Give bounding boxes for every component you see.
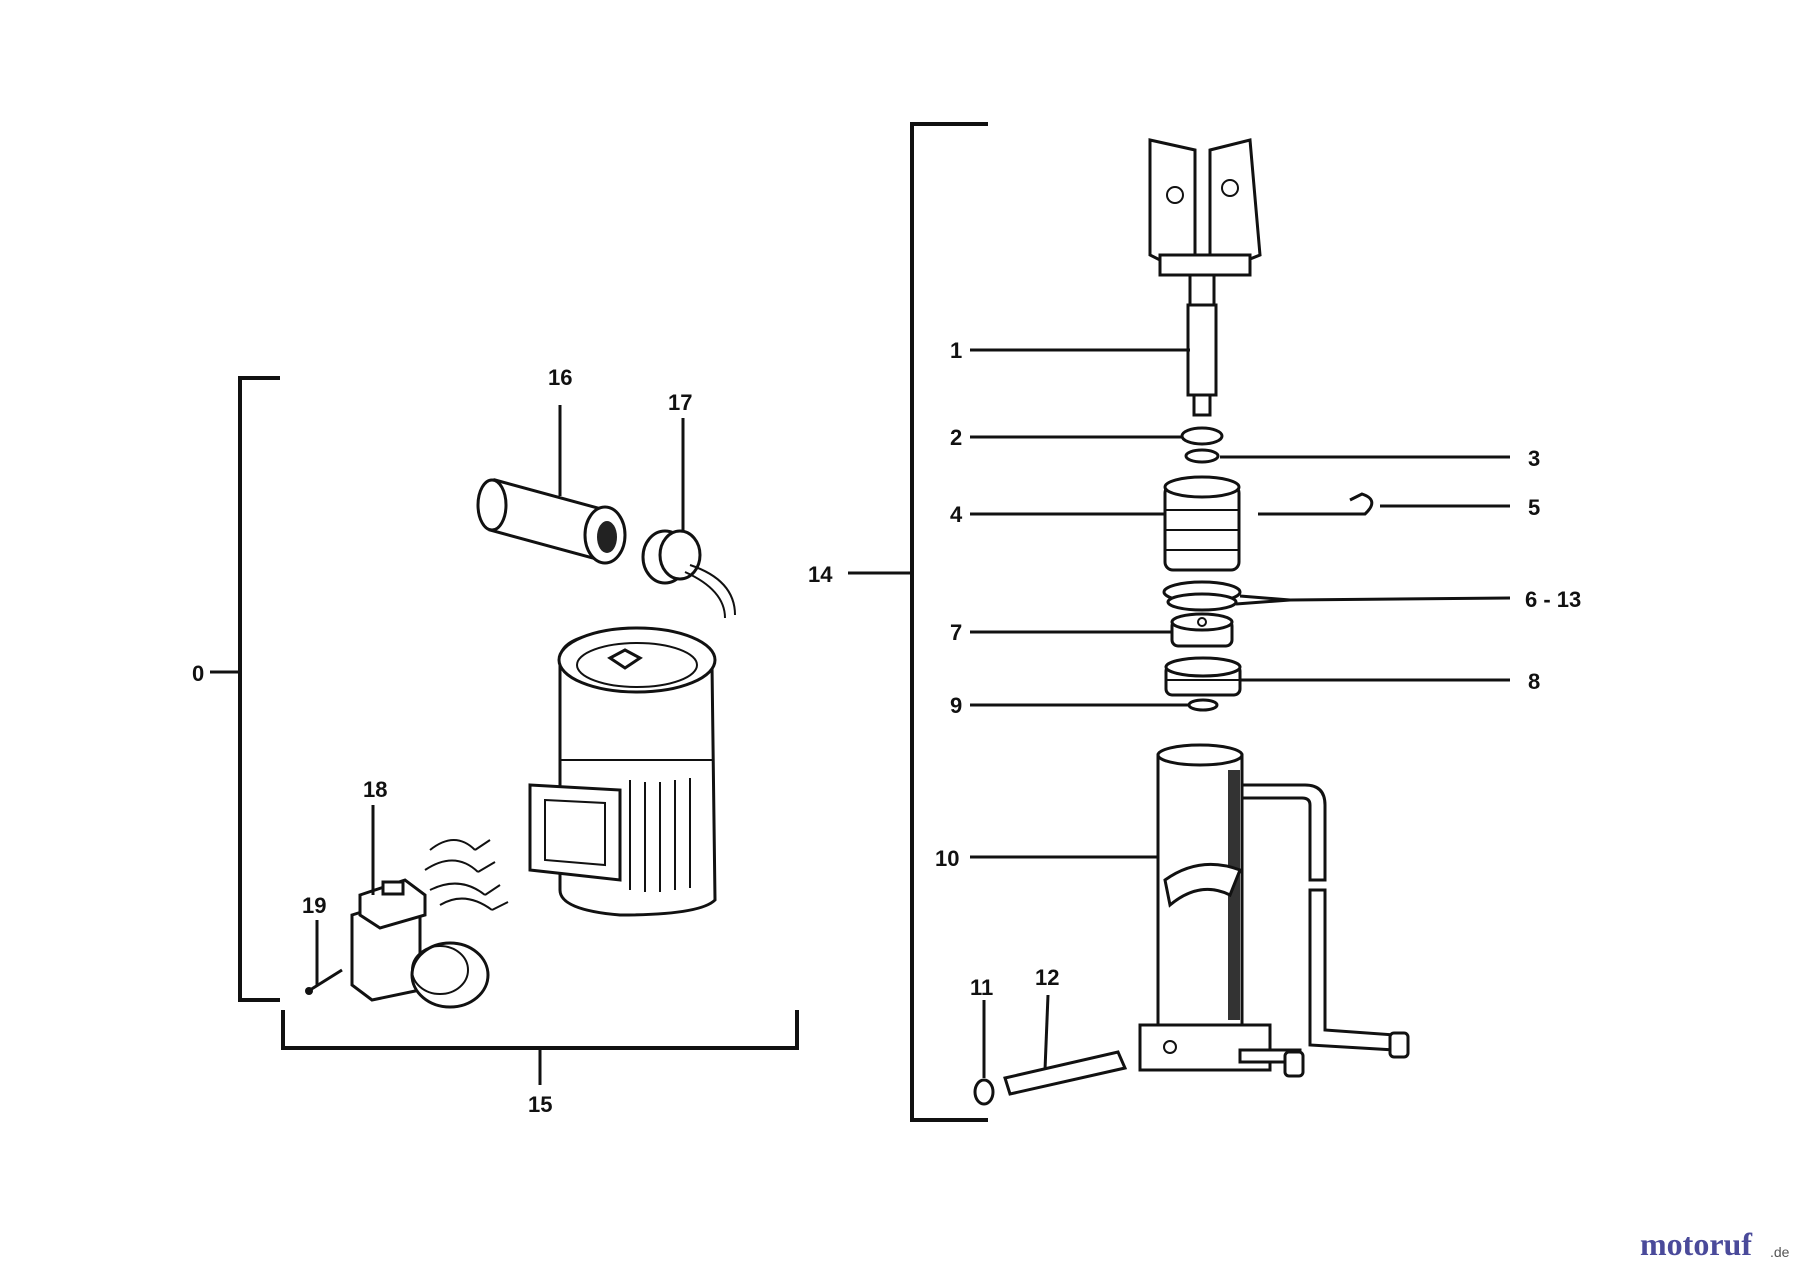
part-cylinder-body (1138, 743, 1410, 1078)
label-11: 11 (970, 975, 993, 1000)
part-pin-5 (1258, 492, 1374, 516)
label-8: 8 (1528, 669, 1540, 694)
label-10: 10 (935, 846, 959, 871)
bracket-assembly-15 (281, 1010, 799, 1085)
part-capacitor (476, 478, 627, 565)
bracket-assembly-20 (210, 376, 280, 1002)
part-ring-11 (973, 1078, 995, 1106)
label-9: 9 (950, 693, 962, 718)
part-electric-motor (528, 626, 717, 917)
bracket-assembly-14 (848, 122, 988, 1122)
label-18: 18 (363, 777, 387, 802)
part-seal-7 (1166, 592, 1238, 612)
label-14: 14 (808, 562, 833, 587)
label-3: 3 (1528, 446, 1540, 471)
label-5: 5 (1528, 495, 1540, 520)
part-cable-ring (641, 529, 736, 619)
label-15: 15 (528, 1092, 552, 1117)
part-switch (350, 839, 509, 1009)
part-piston-rod (1148, 138, 1262, 417)
label-19: 19 (302, 893, 326, 918)
label-2: 2 (950, 425, 962, 450)
part-valve-disc (1170, 612, 1234, 648)
label-20: 0 (192, 661, 204, 686)
watermark-logo: motoruf .de (1640, 1226, 1790, 1262)
label-4: 4 (950, 502, 963, 527)
label-7: 7 (950, 620, 962, 645)
watermark-text: motoruf (1640, 1226, 1752, 1262)
part-piston-head (1163, 475, 1241, 572)
label-16: 16 (548, 365, 572, 390)
watermark-suffix: .de (1770, 1244, 1790, 1260)
part-washer-3 (1184, 448, 1220, 464)
part-ring-2 (1180, 426, 1224, 446)
label-6-13: 6 - 13 (1525, 587, 1581, 612)
label-1: 1 (950, 338, 962, 363)
part-o-ring-9 (1187, 698, 1219, 712)
label-17: 17 (668, 390, 692, 415)
label-12: 12 (1035, 965, 1059, 990)
part-screw (305, 968, 343, 995)
part-guide-ring (1164, 656, 1242, 697)
part-tube-12 (1003, 1050, 1128, 1096)
